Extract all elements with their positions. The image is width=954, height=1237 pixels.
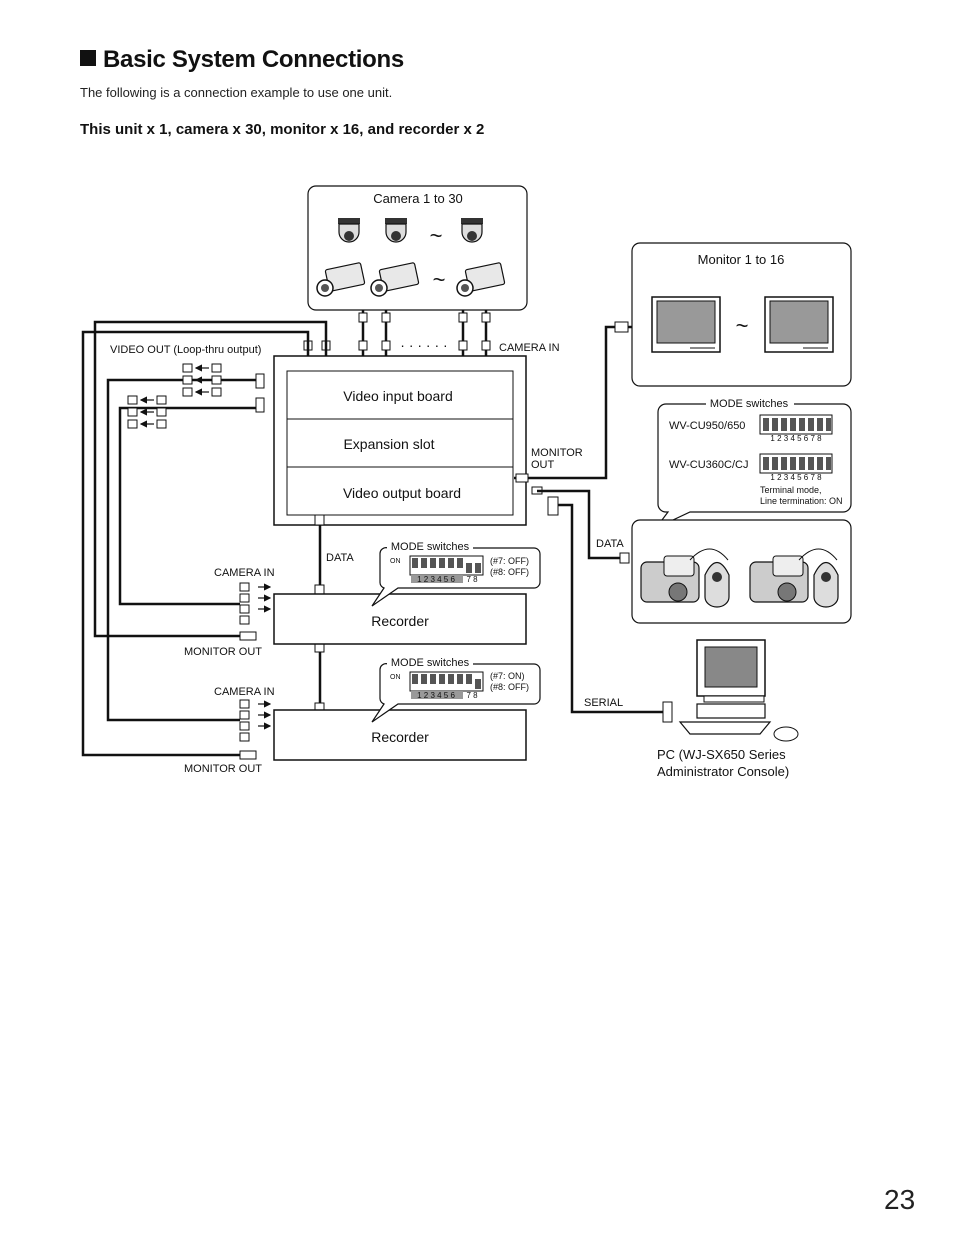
terminal-note: Terminal mode, [760, 485, 822, 495]
recorder-label: Recorder [371, 729, 429, 745]
data-label: DATA [596, 538, 624, 550]
system-controller-icon [640, 548, 730, 608]
board-label: Expansion slot [343, 436, 434, 452]
page-number: 23 [884, 1184, 916, 1215]
controller-group [631, 519, 852, 624]
page-heading: Basic System Connections [80, 46, 404, 74]
controller-mode-callout: MODE switches WV-CU950/650 WV-CU360C/CJ … [655, 397, 852, 529]
pc-label: PC (WJ-SX650 Series [657, 747, 786, 762]
dip-switch-levers [412, 558, 481, 573]
recorder-box [273, 593, 527, 645]
dip-numbers: 1 2 3 4 5 6 7 8 [770, 473, 822, 482]
camera-group-label: Camera 1 to 30 [373, 191, 463, 206]
dome-camera-icon [338, 218, 360, 243]
dip-switch-icon [409, 671, 484, 692]
recorder-label: Recorder [371, 613, 429, 629]
video-input-board [286, 370, 514, 420]
tilde-ellipsis: ~ [736, 313, 749, 338]
terminal-note: Line termination: ON [760, 496, 843, 506]
board-label: Video output board [343, 485, 461, 501]
main-unit: Video input board Expansion slot Video o… [273, 355, 527, 526]
recorder-monitor-out-label: MONITOR OUT [184, 763, 262, 775]
recorder-camera-in-label: CAMERA IN [214, 567, 275, 579]
recorder-setting: (#7: ON) [490, 671, 525, 681]
data-connector-icons [314, 514, 673, 723]
dip-numbers: 1 2 3 4 5 6 [417, 691, 455, 700]
dip-shade [411, 691, 463, 699]
monitor-icon [764, 296, 834, 353]
dip-numbers: 1 2 3 4 5 6 7 8 [770, 434, 822, 443]
config-subheading: This unit x 1, camera x 30, monitor x 16… [80, 121, 485, 138]
recorder-2: Recorder [273, 709, 527, 761]
mode-switches-title: MODE switches [391, 541, 470, 553]
pc-label: Administrator Console) [657, 764, 789, 779]
monitor-group-label: Monitor 1 to 16 [698, 252, 785, 267]
video-output-board [286, 466, 514, 516]
recorder-camera-in-label: CAMERA IN [214, 686, 275, 698]
board-label: Video input board [343, 388, 453, 404]
intro-text: The following is a connection example to… [80, 85, 393, 100]
serial-label: SERIAL [584, 697, 623, 709]
square-bullet-icon [80, 50, 96, 66]
camera-group: Camera 1 to 30 ~ ~ [307, 185, 528, 311]
monitor-out-label: MONITOR [531, 447, 583, 459]
tilde-ellipsis: ~ [430, 223, 443, 248]
box-camera-icon [316, 262, 366, 297]
recorder-mode-callout-2: MODE switches ON 1 2 3 4 5 6 7 8 (#7: ON… [371, 656, 541, 723]
recorder-arrows [258, 700, 272, 730]
data-label: DATA [326, 552, 354, 564]
recorder-setting: (#7: OFF) [490, 556, 529, 566]
recorder-connector-icons [239, 582, 257, 641]
system-controller-icon [749, 548, 839, 608]
mode-switches-title: MODE switches [710, 398, 789, 410]
controller-model-label: WV-CU360C/CJ [669, 459, 748, 471]
page-heading-text: Basic System Connections [103, 46, 404, 73]
mode-switches-title: MODE switches [391, 657, 470, 669]
dip-numbers: 7 8 [466, 575, 478, 584]
monitor-out-label: OUT [531, 459, 555, 471]
dip-switch-icon [759, 414, 833, 435]
monitor-group: Monitor 1 to 16 ~ [631, 242, 852, 387]
dip-numbers: 7 8 [466, 691, 478, 700]
dip-switch-icon [759, 453, 833, 474]
dip-numbers: 1 2 3 4 5 6 [417, 575, 455, 584]
dip-switch-icon [409, 555, 484, 576]
recorder-mode-callout-1: MODE switches ON 1 2 3 4 5 6 7 8 (#7: OF… [371, 540, 541, 607]
dome-camera-icon [385, 218, 407, 243]
recorder-monitor-out-label: MONITOR OUT [184, 646, 262, 658]
loop-thru-arrows [139, 364, 209, 428]
monitor-icon [651, 296, 721, 353]
expansion-slot [286, 418, 514, 468]
recorder-setting: (#8: OFF) [490, 682, 529, 692]
recorder-1: Recorder [273, 593, 527, 645]
recorder-box [273, 709, 527, 761]
camera-in-label: CAMERA IN [499, 342, 560, 354]
dome-camera-icon [461, 218, 483, 243]
more-inputs-dots: · · · · · · [400, 337, 447, 353]
recorder-arrows [258, 583, 272, 613]
pc-icon [678, 639, 799, 742]
recorder-setting: (#8: OFF) [490, 567, 529, 577]
on-label: ON [390, 558, 401, 565]
dip-switch-levers [412, 674, 481, 689]
box-camera-icon [370, 262, 420, 297]
recorder-connector-icons [239, 699, 257, 760]
on-label: ON [390, 674, 401, 681]
controller-model-label: WV-CU950/650 [669, 420, 745, 432]
dip-shade [411, 575, 463, 583]
loop-thru-connector-cluster [127, 363, 265, 429]
tilde-ellipsis: ~ [433, 267, 446, 292]
video-out-label: VIDEO OUT (Loop-thru output) [110, 344, 261, 356]
box-camera-icon [456, 262, 506, 297]
